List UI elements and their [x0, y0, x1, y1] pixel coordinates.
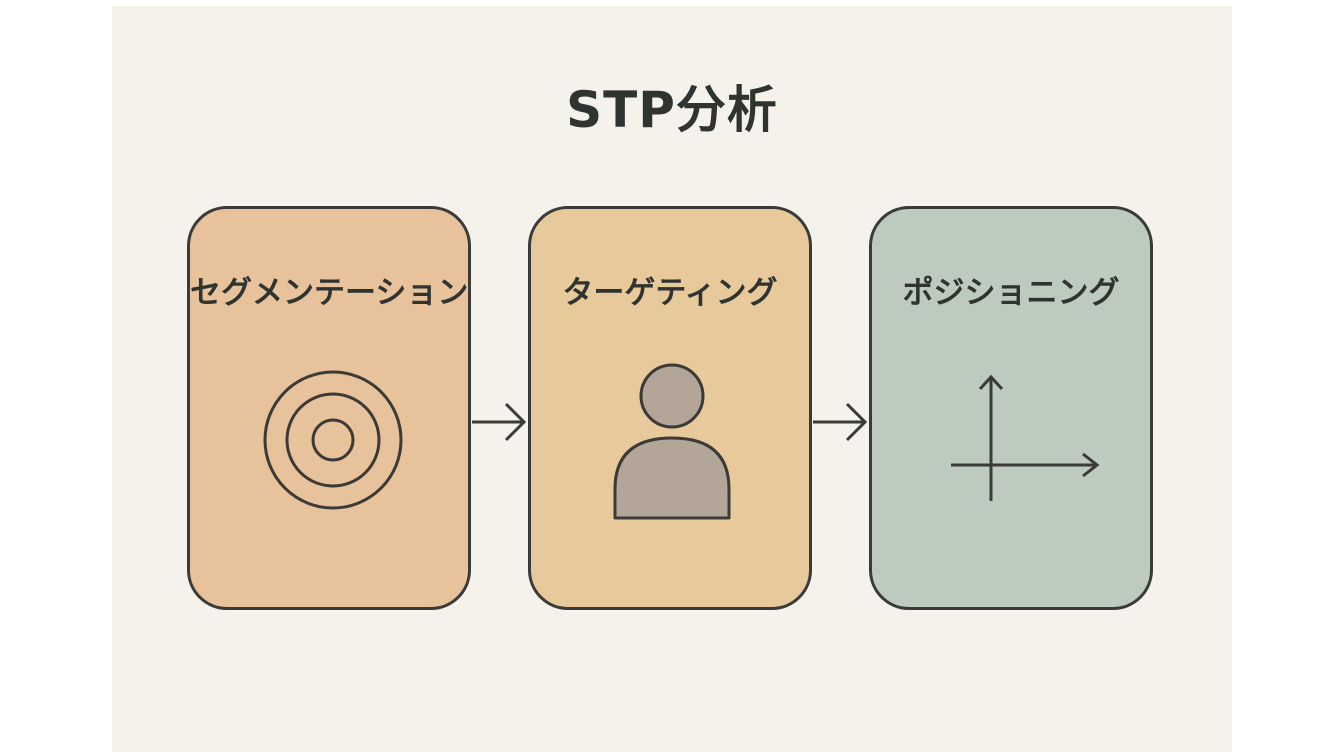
segmentation-card: セグメンテーション [187, 206, 471, 610]
person-icon [613, 363, 731, 520]
targeting-label: ターゲティング [562, 275, 778, 311]
axes-icon [951, 374, 1100, 501]
positioning-label: ポジショニング [902, 275, 1120, 311]
arrow-right-icon [813, 402, 868, 442]
targeting-card: ターゲティング [528, 206, 812, 610]
segmentation-label: セグメンテーション [190, 275, 469, 311]
diagram-title: STP分析 [566, 81, 778, 139]
positioning-card: ポジショニング [869, 206, 1153, 610]
target-icon [263, 370, 403, 510]
arrow-right-icon [472, 402, 527, 442]
